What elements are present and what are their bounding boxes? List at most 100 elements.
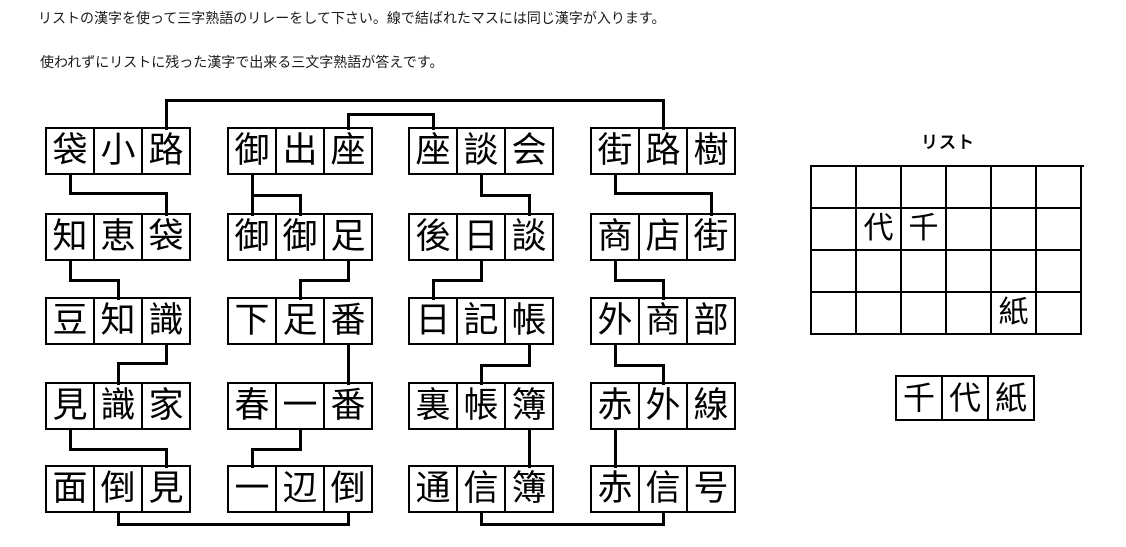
kanji-cell: 談: [458, 129, 506, 173]
connector-segment: [117, 362, 120, 385]
kanji-cell: 街: [592, 129, 640, 173]
list-cell[interactable]: [947, 209, 992, 251]
kanji-cell: 日: [410, 299, 458, 343]
connector-segment: [117, 513, 120, 526]
connector-segment: [480, 261, 483, 282]
kanji-cell: 外: [640, 384, 688, 428]
word-row: 見識家: [45, 382, 191, 430]
list-row: 紙: [812, 293, 1084, 335]
connector-segment: [480, 194, 531, 197]
list-cell[interactable]: [812, 251, 857, 293]
connector-segment: [528, 194, 531, 216]
kanji-cell: 樹: [688, 129, 734, 173]
connector-segment: [347, 364, 350, 385]
connector-segment: [299, 194, 302, 216]
answer-word: 千代紙: [895, 375, 1035, 421]
kanji-cell: 赤: [592, 467, 640, 511]
list-cell[interactable]: [947, 293, 992, 335]
kanji-cell: 知: [95, 299, 143, 343]
connector-segment: [347, 113, 435, 116]
connector-segment: [165, 192, 168, 216]
kanji-cell: 足: [325, 215, 371, 259]
list-cell[interactable]: [947, 251, 992, 293]
list-cell[interactable]: [857, 293, 902, 335]
list-cell[interactable]: 千: [902, 209, 947, 251]
list-cell[interactable]: [992, 251, 1037, 293]
connector-segment: [432, 279, 483, 282]
connector-segment: [347, 113, 350, 130]
list-cell[interactable]: [1037, 251, 1082, 293]
kanji-cell: 後: [410, 215, 458, 259]
kanji-cell: 裏: [410, 384, 458, 428]
answer-kanji-cell: 紙: [989, 377, 1033, 419]
kanji-cell: 外: [592, 299, 640, 343]
kanji-cell: 識: [143, 299, 189, 343]
kanji-cell: 会: [506, 129, 552, 173]
list-cell[interactable]: [992, 209, 1037, 251]
list-row: [812, 251, 1084, 293]
list-cell[interactable]: [857, 167, 902, 209]
list-cell[interactable]: [947, 167, 992, 209]
kanji-cell: 部: [688, 299, 734, 343]
connector-segment: [347, 345, 350, 367]
connector-segment: [614, 430, 617, 451]
instruction-line-1: リストの漢字を使って三字熟語のリレーをして下さい。線で結ばれたマスには同じ漢字が…: [38, 11, 666, 27]
list-cell[interactable]: [1037, 167, 1082, 209]
kanji-cell: 通: [410, 467, 458, 511]
kanji-cell: 倒: [95, 467, 143, 511]
connector-segment: [614, 261, 617, 282]
kanji-cell: 辺: [277, 467, 325, 511]
kanji-cell: 商: [640, 299, 688, 343]
kanji-cell: 簿: [506, 467, 552, 511]
connector-segment: [251, 448, 302, 451]
list-cell[interactable]: 代: [857, 209, 902, 251]
connector-segment: [347, 513, 350, 526]
kanji-cell: 商: [592, 215, 640, 259]
answer-kanji-cell: 千: [897, 377, 943, 419]
list-cell[interactable]: [902, 167, 947, 209]
kanji-cell: 春: [229, 384, 277, 428]
kanji-cell: 下: [229, 299, 277, 343]
connector-segment: [528, 448, 531, 468]
connector-segment: [165, 99, 665, 102]
list-cell[interactable]: 紙: [992, 293, 1037, 335]
kanji-cell: 御: [277, 215, 325, 259]
connector-segment: [69, 430, 72, 451]
connector-segment: [662, 513, 665, 526]
list-cell[interactable]: [1037, 293, 1082, 335]
connector-segment: [251, 194, 302, 197]
connector-segment: [165, 345, 168, 365]
list-cell[interactable]: [1037, 209, 1082, 251]
connector-segment: [299, 430, 302, 451]
kanji-cell: 番: [325, 299, 371, 343]
word-row: 赤外線: [590, 382, 736, 430]
kanji-cell: 店: [640, 215, 688, 259]
connector-segment: [251, 194, 254, 216]
connector-segment: [117, 279, 120, 300]
list-cell[interactable]: [902, 293, 947, 335]
list-grid: 代千紙: [810, 165, 1084, 335]
word-row: 春一番: [227, 382, 373, 430]
word-row: 通信簿: [408, 465, 554, 513]
list-cell[interactable]: [812, 209, 857, 251]
kanji-cell: 袋: [143, 215, 189, 259]
list-cell[interactable]: [857, 251, 902, 293]
list-cell[interactable]: [992, 167, 1037, 209]
connector-segment: [710, 192, 713, 216]
connector-segment: [480, 364, 483, 385]
list-cell[interactable]: [902, 251, 947, 293]
word-row: 豆知識: [45, 297, 191, 345]
kanji-cell: 信: [640, 467, 688, 511]
kanji-cell: 見: [47, 384, 95, 428]
list-cell[interactable]: [812, 167, 857, 209]
connector-segment: [614, 192, 713, 195]
word-row: 日記帳: [408, 297, 554, 345]
kanji-cell: 知: [47, 215, 95, 259]
list-cell[interactable]: [812, 293, 857, 335]
connector-segment: [662, 364, 665, 385]
connector-segment: [432, 113, 435, 130]
word-row: 座談会: [408, 127, 554, 175]
connector-segment: [614, 448, 617, 468]
word-row: 御出座: [227, 127, 373, 175]
